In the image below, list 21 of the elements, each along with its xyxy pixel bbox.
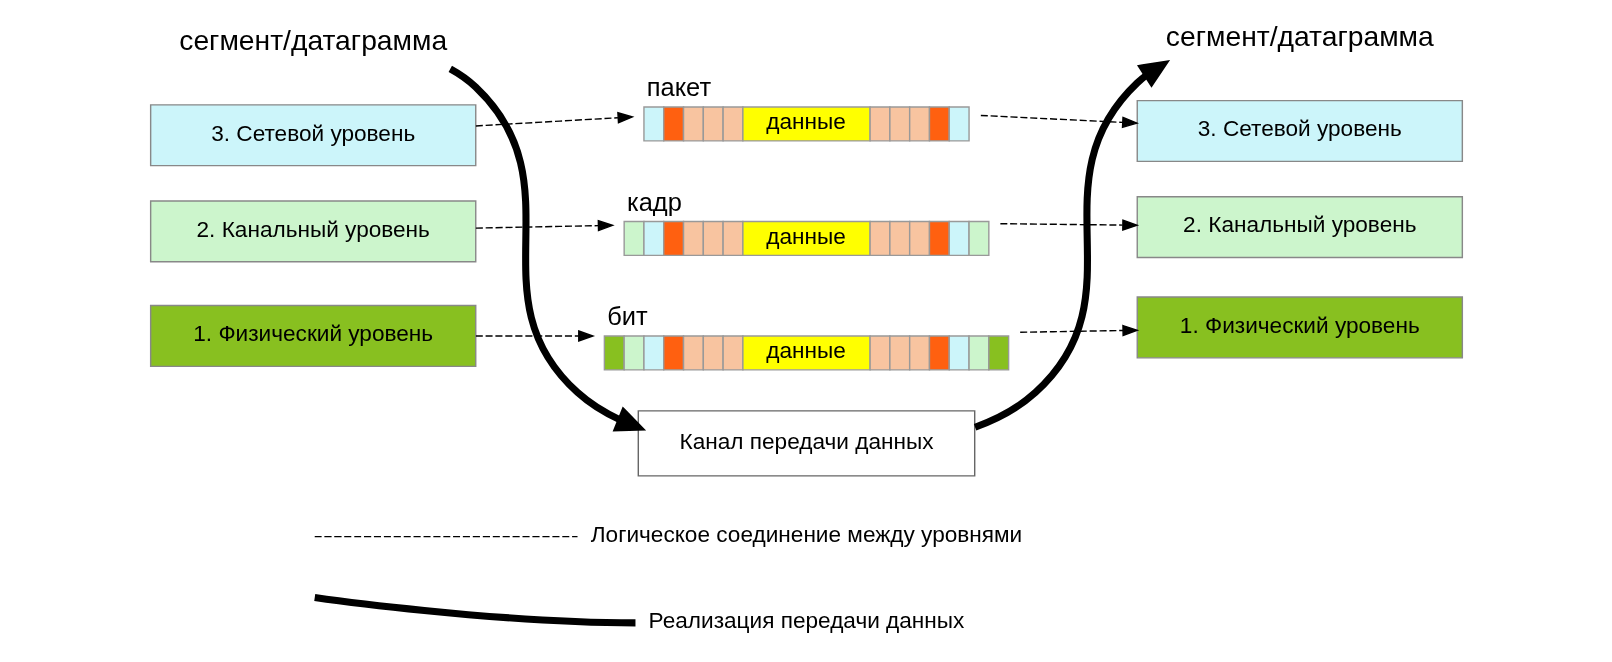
arrow: [474, 330, 595, 342]
node-box: 3. Сетевой уровень: [149, 104, 476, 167]
node-box: 1. Физический уровень: [149, 304, 476, 368]
arrow: [979, 114, 1139, 129]
node-box: 3. Сетевой уровень: [1136, 99, 1463, 163]
legend-label: Логическое соединение между уровнями: [590, 522, 1022, 548]
arrow: [474, 219, 615, 232]
node-box: Канал передачи данных: [637, 410, 975, 477]
arrow: [1019, 324, 1139, 337]
arrow: [999, 219, 1139, 232]
node-box: 1. Физический уровень: [1136, 296, 1463, 359]
arrow: [474, 111, 634, 127]
node-box: 2. Канальный уровень: [1136, 196, 1463, 259]
node-label: кадр: [626, 187, 682, 216]
arrow: [973, 59, 1170, 431]
node-box: 2. Канальный уровень: [149, 200, 476, 263]
node-text: сегмент/датаграмма: [178, 24, 447, 57]
legend-label: Реализация передачи данных: [648, 608, 964, 634]
node-text: сегмент/датаграмма: [1165, 20, 1434, 53]
node-label: бит: [606, 302, 648, 331]
node-label: пакет: [646, 73, 711, 102]
